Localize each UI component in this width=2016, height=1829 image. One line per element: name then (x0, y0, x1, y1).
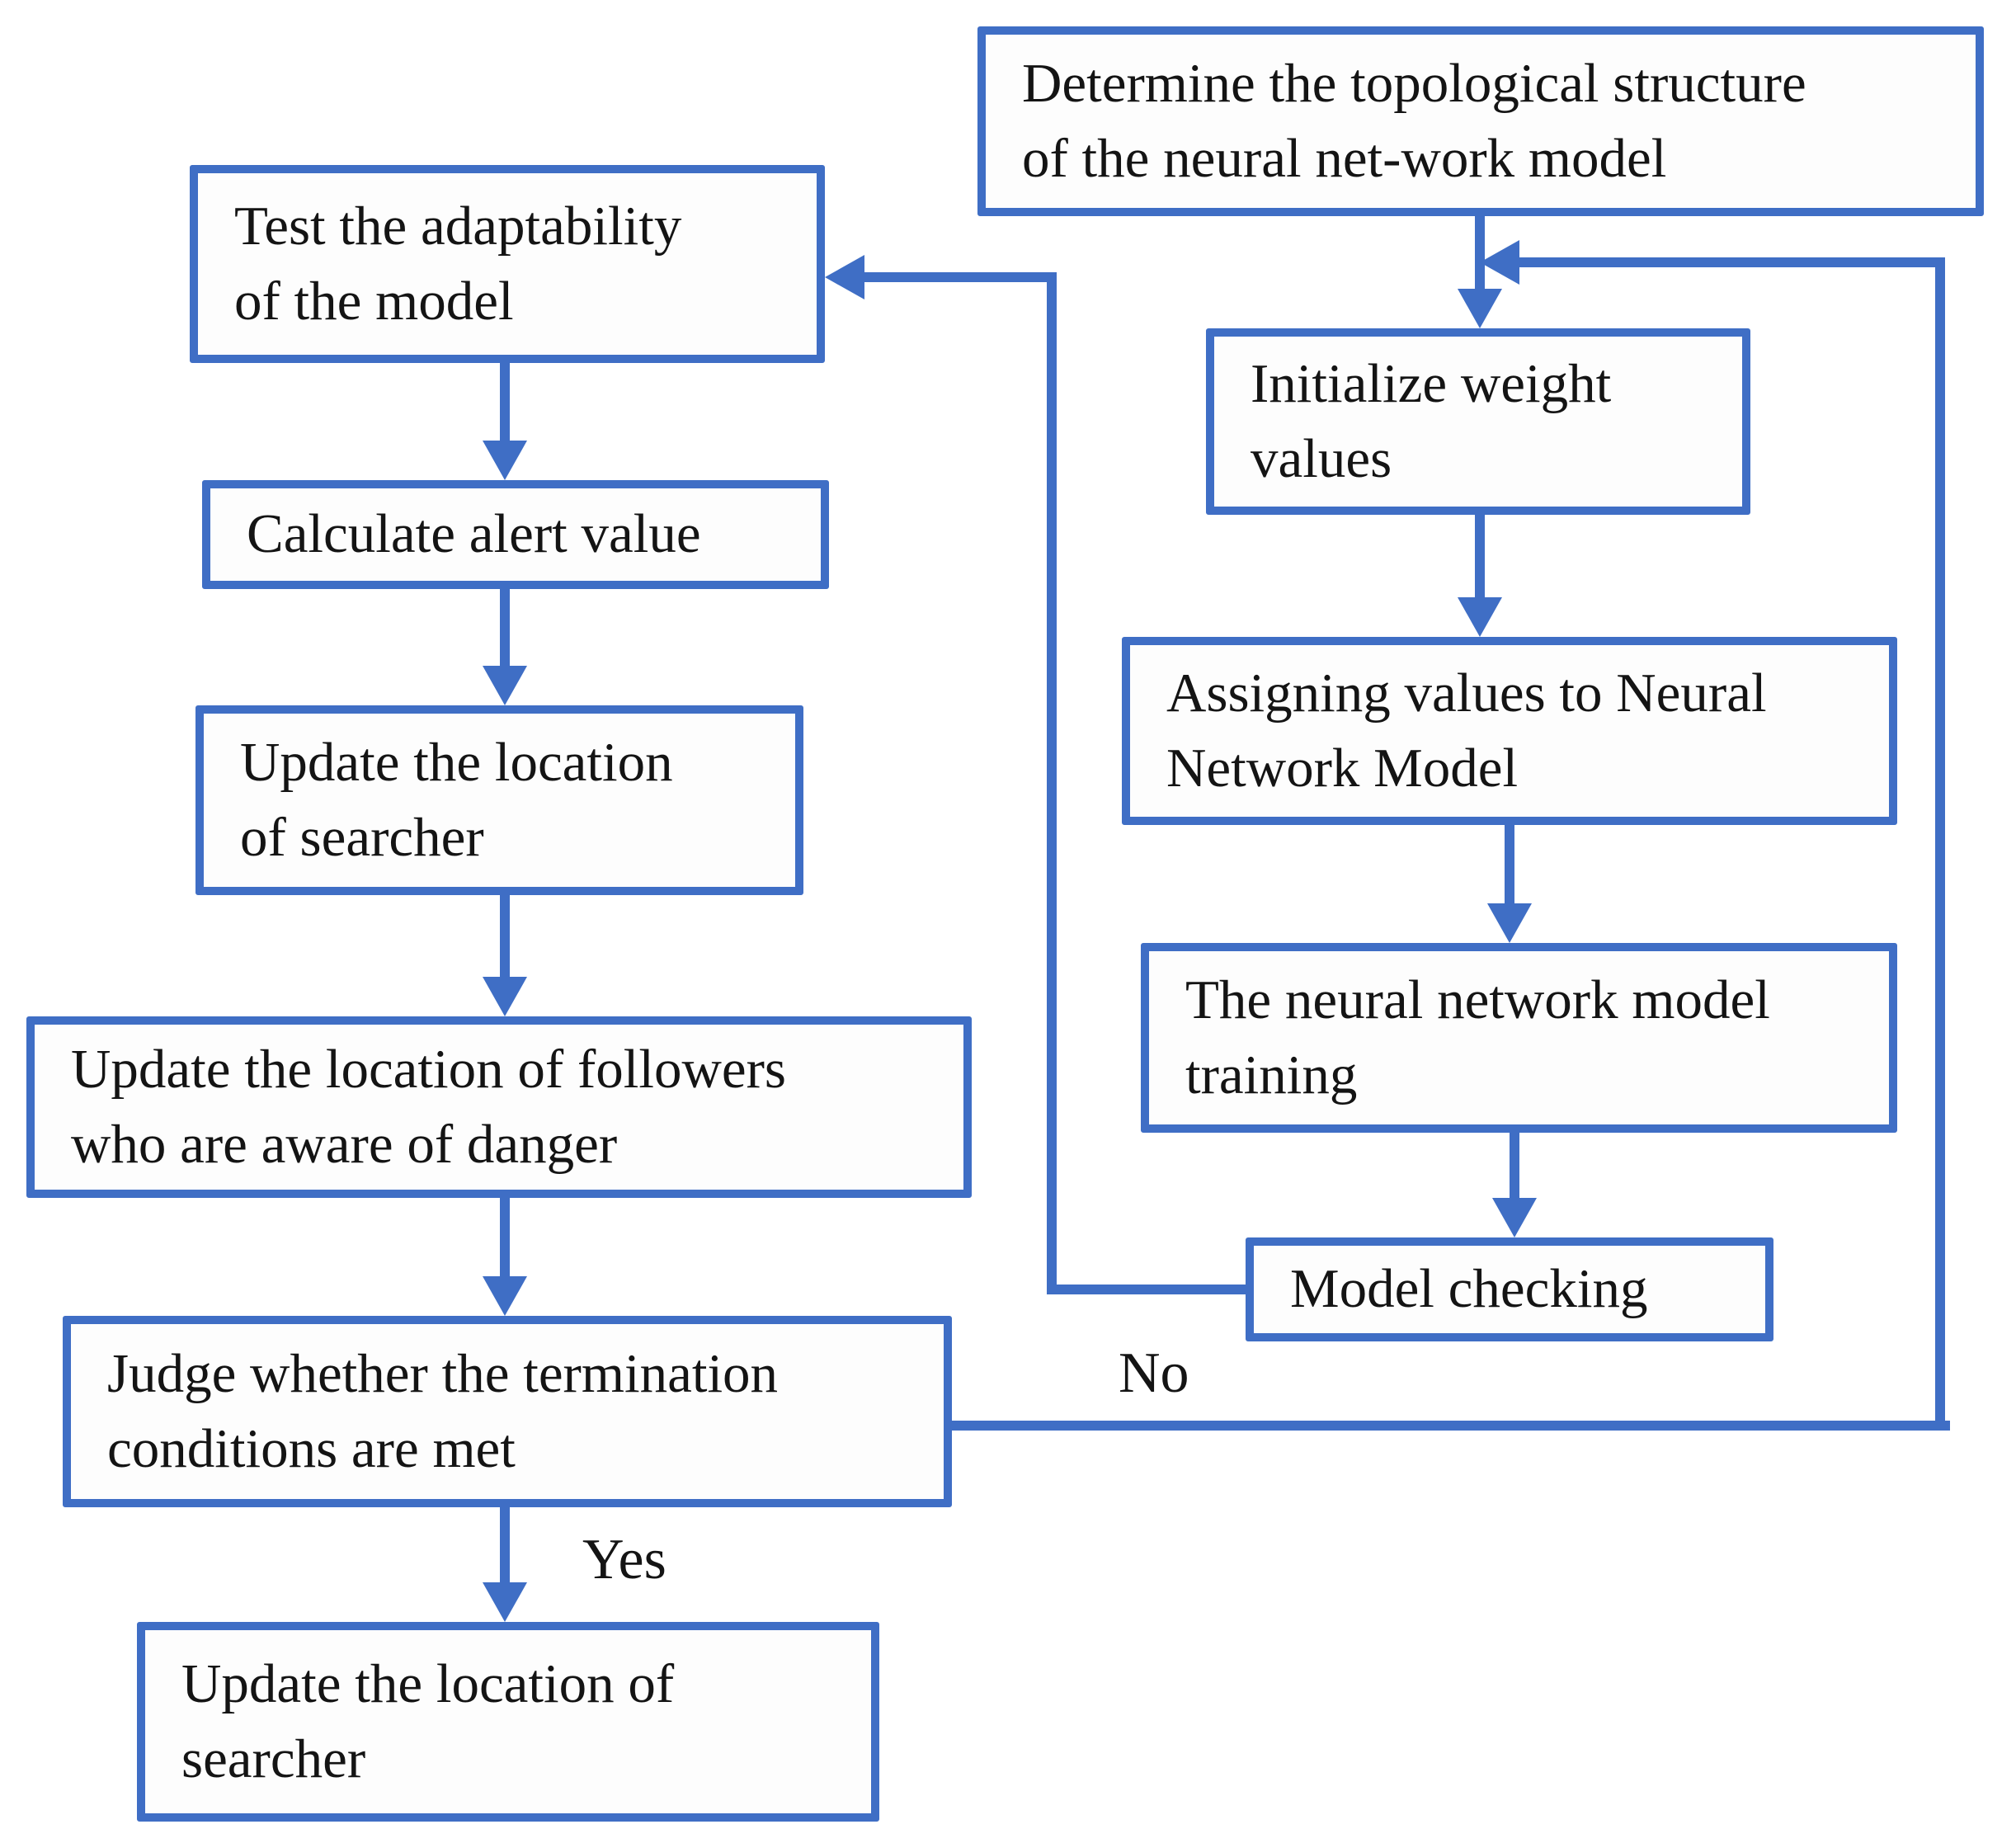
node-model-checking-label: Model checking (1290, 1258, 1648, 1320)
arrowhead-down (483, 666, 527, 705)
node-judge-termination-label: Judge whether the termination conditions… (107, 1342, 779, 1479)
node-model-checking: Model checking (1246, 1237, 1773, 1341)
arrowhead-left (1480, 240, 1519, 285)
node-determine-topology-label: Determine the topological structure of t… (1022, 52, 1806, 189)
arrowhead-down (483, 441, 527, 480)
arrowhead-down (1492, 1198, 1537, 1237)
node-update-followers: Update the location of followers who are… (26, 1016, 972, 1198)
node-initialize-weights-label: Initialize weight values (1251, 352, 1612, 489)
arrowhead-down (483, 977, 527, 1016)
connector-horizontal-from-judge (952, 1421, 1950, 1431)
node-calculate-alert-label: Calculate alert value (247, 503, 701, 565)
node-test-adaptability: Test the adaptability of the model (190, 165, 825, 363)
connector-horizontal-into-junction (1513, 257, 1945, 267)
arrowhead-down (1458, 597, 1502, 637)
edge-label-yes: Yes (582, 1528, 667, 1591)
node-network-training: The neural network model training (1141, 943, 1897, 1133)
node-update-searcher-1: Update the location of searcher (195, 705, 803, 895)
connector-horizontal-from-checking (1047, 1285, 1246, 1294)
arrowhead-down (483, 1582, 527, 1622)
node-update-searcher-2-label: Update the location of searcher (181, 1652, 675, 1789)
node-initialize-weights: Initialize weight values (1206, 328, 1750, 515)
arrowhead-down (1458, 289, 1502, 328)
connector-vertical-riser (1935, 257, 1945, 1431)
arrowhead-left (825, 255, 864, 299)
node-calculate-alert: Calculate alert value (202, 480, 829, 589)
node-test-adaptability-label: Test the adaptability of the model (234, 195, 682, 332)
node-update-searcher-2: Update the location of searcher (137, 1622, 879, 1822)
node-update-searcher-1-label: Update the location of searcher (240, 731, 673, 868)
connector-vertical-riser (1047, 272, 1057, 1294)
arrowhead-down (1487, 903, 1532, 943)
arrowhead-down (483, 1276, 527, 1316)
node-assign-values: Assigning values to Neural Network Model (1122, 637, 1897, 825)
node-determine-topology: Determine the topological structure of t… (977, 26, 1984, 216)
node-update-followers-label: Update the location of followers who are… (71, 1038, 787, 1175)
node-network-training-label: The neural network model training (1185, 969, 1770, 1105)
connector-horizontal-into-test (858, 272, 1057, 282)
node-judge-termination: Judge whether the termination conditions… (63, 1316, 952, 1507)
node-assign-values-label: Assigning values to Neural Network Model (1166, 662, 1767, 799)
edge-label-no: No (1119, 1341, 1189, 1405)
